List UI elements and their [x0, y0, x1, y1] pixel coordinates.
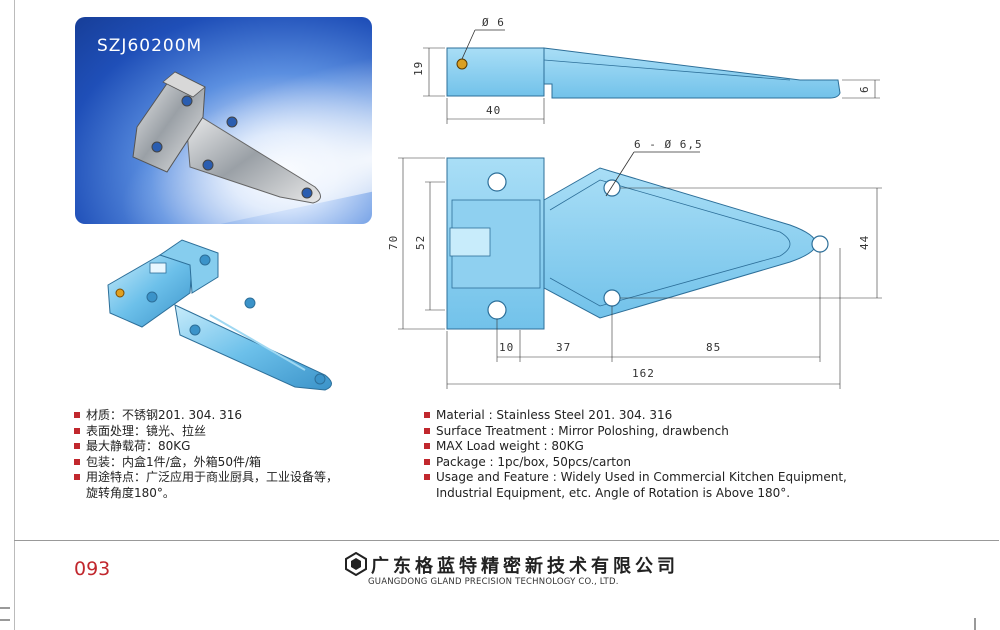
page-number: 093 [74, 558, 111, 580]
page-margin-rule [14, 0, 15, 630]
model-code: SZJ60200M [97, 36, 203, 56]
spec-cn-package: 包装：内盒1件/盒，外箱50件/箱 [74, 455, 374, 471]
dim-85: 85 [706, 341, 721, 354]
top-overall-height-label: 70 [387, 235, 400, 250]
spec-en-usage-continued: Industrial Equipment, etc. Angle of Rota… [436, 485, 791, 500]
spec-cn-load: 最大静载荷：80KG [74, 439, 374, 455]
side-width-label: 40 [486, 104, 501, 117]
side-view: Ø 6 19 40 6 [412, 16, 880, 124]
spec-en-load: MAX Load weight : 80KG [424, 439, 864, 455]
footer-divider [14, 540, 999, 541]
spec-en-usage: Usage and Feature : Widely Used in Comme… [424, 470, 864, 486]
spec-cn-usage: 用途特点：广泛应用于商业厨具，工业设备等， [74, 470, 374, 486]
spec-cn-material: 材质：不锈钢201. 304. 316 [74, 408, 374, 424]
crop-marks [0, 607, 976, 630]
spec-en-package: Package : 1pc/box, 50pcs/carton [424, 455, 864, 471]
spec-cn-surface: 表面处理：镜光、拉丝 [74, 424, 374, 440]
top-holes-label: 6 - Ø 6,5 [634, 138, 703, 151]
top-inner-height-label: 52 [414, 235, 427, 250]
company-name-english: GUANGDONG GLAND PRECISION TECHNOLOGY CO.… [368, 577, 619, 587]
company-logo-icon [345, 552, 367, 576]
dim-10: 10 [499, 341, 514, 354]
top-hole-spacing-label: 44 [858, 235, 871, 250]
hinge-photo [132, 71, 321, 204]
side-height-label: 19 [412, 61, 425, 76]
side-thickness-label: 6 [858, 85, 871, 93]
spec-cn-usage-continued: 旋转角度180°。 [86, 485, 175, 500]
specs-chinese: 材质：不锈钢201. 304. 316 表面处理：镜光、拉丝 最大静载荷：80K… [74, 408, 374, 501]
product-photo-card: SZJ60200M [75, 17, 372, 224]
spec-en-surface: Surface Treatment : Mirror Poloshing, dr… [424, 424, 864, 440]
top-view: 6 - Ø 6,5 70 52 44 10 37 85 162 [387, 138, 882, 389]
hinge-3d-render [107, 239, 332, 391]
technical-drawing: Ø 6 19 40 6 6 - Ø 6,5 70 [387, 16, 882, 389]
top-overall-length-label: 162 [632, 367, 655, 380]
spec-en-material: Material : Stainless Steel 201. 304. 316 [424, 408, 864, 424]
specs-english: Material : Stainless Steel 201. 304. 316… [424, 408, 864, 501]
side-hole-label: Ø 6 [482, 16, 505, 29]
dim-37: 37 [556, 341, 571, 354]
company-name-chinese: 广东格蓝特精密新技术有限公司 [371, 556, 679, 577]
